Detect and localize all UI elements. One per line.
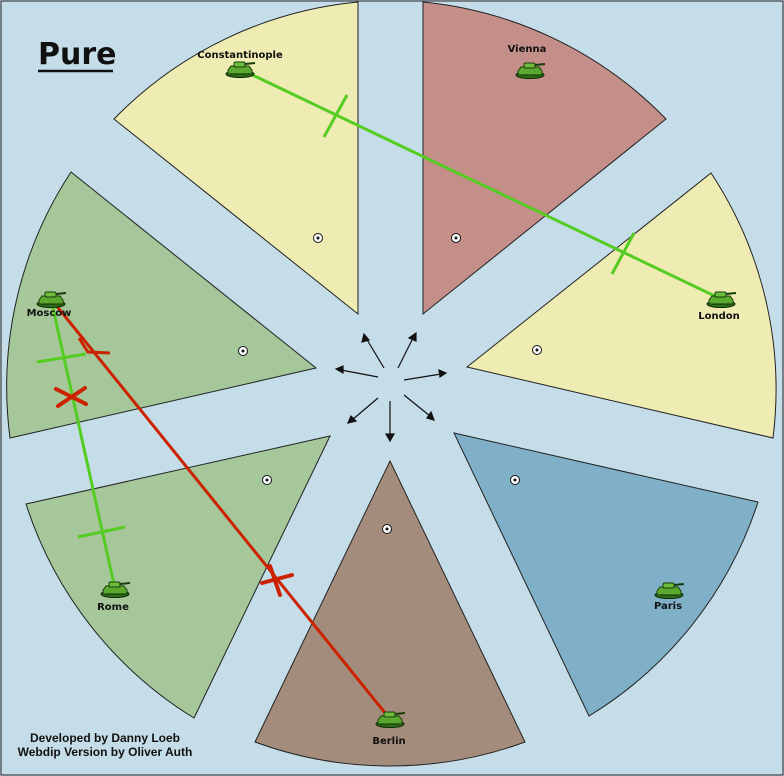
- failed-support-marker: [54, 386, 88, 408]
- province-rome[interactable]: [25, 435, 331, 719]
- credit-line-1: Developed by Danny Loeb: [30, 731, 180, 745]
- move-order-berlin-moscow: [49, 298, 392, 720]
- province-berlin[interactable]: [254, 459, 526, 767]
- province-vienna[interactable]: [422, 1, 667, 316]
- label-london: London: [698, 311, 740, 322]
- support-order-rome-moscow: [36, 298, 126, 590]
- supply-center-icon: [451, 233, 461, 243]
- supply-center-icon: [382, 524, 392, 534]
- label-constantinople: Constantinople: [197, 50, 283, 61]
- label-paris: Paris: [654, 601, 682, 612]
- supply-center-icon: [262, 475, 272, 485]
- center-arrows: [334, 331, 448, 443]
- province-london[interactable]: [465, 172, 777, 439]
- map-title: Pure: [38, 37, 117, 72]
- support-order-constantinople-london: [239, 67, 722, 301]
- province-paris[interactable]: [453, 432, 759, 717]
- label-vienna: Vienna: [508, 44, 547, 55]
- credit-line-2: Webdip Version by Oliver Auth: [18, 745, 193, 759]
- province-constantinople[interactable]: [113, 1, 359, 316]
- supply-center-icon: [532, 345, 542, 355]
- supply-center-icon: [238, 346, 248, 356]
- supply-center-icon: [510, 475, 520, 485]
- supply-center-icon: [313, 233, 323, 243]
- province-moscow[interactable]: [6, 171, 318, 439]
- failed-move-marker: [260, 564, 294, 597]
- label-moscow: Moscow: [27, 308, 72, 319]
- label-rome: Rome: [97, 602, 129, 613]
- label-berlin: Berlin: [372, 736, 405, 747]
